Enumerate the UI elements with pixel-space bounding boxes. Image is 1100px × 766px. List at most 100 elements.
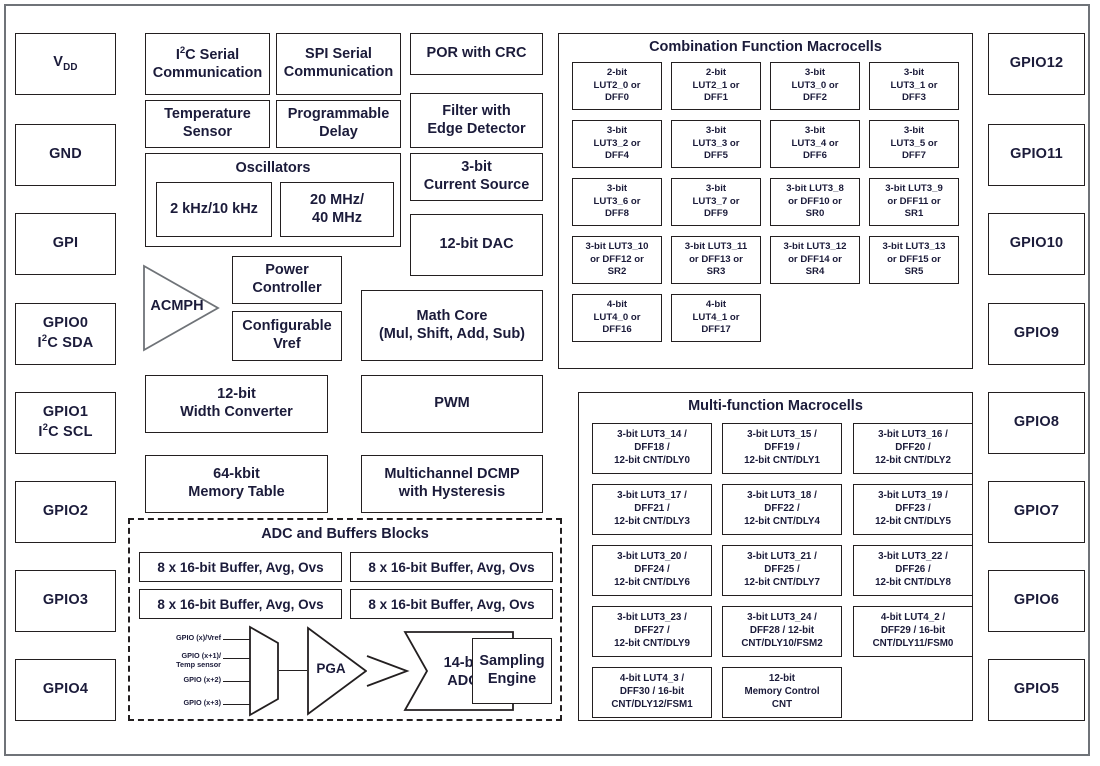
macrocell-mf-2[interactable]: 3-bit LUT3_16 / DFF20 / 12-bit CNT/DLY2 [853,423,973,474]
pin-gpio8[interactable]: GPIO8 [988,392,1085,454]
macrocell-comb-14[interactable]: 3-bit LUT3_12 or DFF14 or SR4 [770,236,860,284]
macrocell-comb-5[interactable]: 3-bit LUT3_3 or DFF5 [671,120,761,168]
block-programmable-delay[interactable]: Programmable Delay [276,100,401,148]
block-buffer-1-label: 8 x 16-bit Buffer, Avg, Ovs [157,559,324,575]
block-buffer-2[interactable]: 8 x 16-bit Buffer, Avg, Ovs [350,552,553,582]
block-math-core[interactable]: Math Core (Mul, Shift, Add, Sub) [361,290,543,361]
pga-adc-connector [366,655,410,687]
pga-label: PGA [316,661,346,676]
pin-gnd[interactable]: GND [15,124,116,186]
block-configurable-vref-label: Configurable Vref [242,318,332,352]
pin-gpio12-label: GPIO12 [1009,55,1064,72]
macrocell-comb-3[interactable]: 3-bit LUT3_1 or DFF3 [869,62,959,110]
mux-wire-1 [223,658,250,660]
pin-gpio4[interactable]: GPIO4 [15,659,116,721]
macrocell-comb-15[interactable]: 3-bit LUT3_13 or DFF15 or SR5 [869,236,959,284]
block-buffer-3-label: 8 x 16-bit Buffer, Avg, Ovs [157,596,324,612]
macrocell-comb-6[interactable]: 3-bit LUT3_4 or DFF6 [770,120,860,168]
macrocell-comb-8[interactable]: 3-bit LUT3_6 or DFF8 [572,178,662,226]
macrocell-comb-12[interactable]: 3-bit LUT3_10 or DFF12 or SR2 [572,236,662,284]
pin-gpio11-label: GPIO11 [1010,146,1063,163]
macrocell-mf-12[interactable]: 4-bit LUT4_3 / DFF30 / 16-bit CNT/DLY12/… [592,667,712,718]
macrocell-mf-8[interactable]: 3-bit LUT3_22 / DFF26 / 12-bit CNT/DLY8 [853,545,973,596]
acmph-comparator-shape [143,264,220,352]
macrocell-comb-9[interactable]: 3-bit LUT3_7 or DFF9 [671,178,761,226]
block-multichannel-dcmp-label: Multichannel DCMP with Hysteresis [384,466,520,500]
pin-gpio3[interactable]: GPIO3 [15,570,116,632]
macrocell-comb-17[interactable]: 4-bit LUT4_1 or DFF17 [671,294,761,342]
block-configurable-vref[interactable]: Configurable Vref [232,311,342,361]
mux-wire-0 [223,639,250,641]
macrocell-comb-16[interactable]: 4-bit LUT4_0 or DFF16 [572,294,662,342]
macrocell-mf-10[interactable]: 3-bit LUT3_24 / DFF28 / 12-bit CNT/DLY10… [722,606,842,657]
block-math-core-label: Math Core (Mul, Shift, Add, Sub) [378,307,526,342]
macrocell-mf-1[interactable]: 3-bit LUT3_15 / DFF19 / 12-bit CNT/DLY1 [722,423,842,474]
pin-gpio5[interactable]: GPIO5 [988,659,1085,721]
macrocell-comb-7[interactable]: 3-bit LUT3_5 or DFF7 [869,120,959,168]
pin-gpio6[interactable]: GPIO6 [988,570,1085,632]
pin-gpio5-label: GPIO5 [1013,681,1060,698]
mux-wire-3 [223,704,250,706]
pin-gpio9[interactable]: GPIO9 [988,303,1085,365]
mux-input-label-2: GPIO (x+2) [183,675,221,684]
macrocell-mf-9[interactable]: 3-bit LUT3_23 / DFF27 / 12-bit CNT/DLY9 [592,606,712,657]
block-width-converter[interactable]: 12-bit Width Converter [145,375,328,433]
block-osc-high-label: 20 MHz/ 40 MHz [310,191,364,226]
macrocell-mf-11[interactable]: 4-bit LUT4_2 / DFF29 / 16-bit CNT/DLY11/… [853,606,973,657]
group-oscillators-title: Oscillators [235,160,311,176]
macrocell-comb-0[interactable]: 2-bit LUT2_0 or DFF0 [572,62,662,110]
block-12bit-dac[interactable]: 12-bit DAC [410,214,543,276]
pin-gpio2[interactable]: GPIO2 [15,481,116,543]
block-power-controller[interactable]: Power Controller [232,256,342,304]
pin-gpio12[interactable]: GPIO12 [988,33,1085,95]
block-pwm[interactable]: PWM [361,375,543,433]
pin-gpio7[interactable]: GPIO7 [988,481,1085,543]
block-osc-high-frequency[interactable]: 20 MHz/ 40 MHz [280,182,394,237]
pin-gpio10[interactable]: GPIO10 [988,213,1085,275]
block-temperature-sensor[interactable]: Temperature Sensor [145,100,270,148]
block-por-with-crc-label: POR with CRC [426,45,527,62]
block-osc-low-label: 2 kHz/10 kHz [170,200,258,217]
macrocell-comb-2[interactable]: 3-bit LUT3_0 or DFF2 [770,62,860,110]
block-buffer-1[interactable]: 8 x 16-bit Buffer, Avg, Ovs [139,552,342,582]
macrocell-comb-4[interactable]: 3-bit LUT3_2 or DFF4 [572,120,662,168]
macrocell-mf-5[interactable]: 3-bit LUT3_19 / DFF23 / 12-bit CNT/DLY5 [853,484,973,535]
macrocell-comb-13[interactable]: 3-bit LUT3_11 or DFF13 or SR3 [671,236,761,284]
macrocell-comb-1[interactable]: 2-bit LUT2_1 or DFF1 [671,62,761,110]
pga-amplifier-shape [307,626,368,716]
macrocell-mf-6[interactable]: 3-bit LUT3_20 / DFF24 / 12-bit CNT/DLY6 [592,545,712,596]
pin-gnd-label: GND [49,146,82,163]
block-memory-table[interactable]: 64-kbit Memory Table [145,455,328,513]
macrocell-comb-11[interactable]: 3-bit LUT3_9 or DFF11 or SR1 [869,178,959,226]
block-osc-low-frequency[interactable]: 2 kHz/10 kHz [156,182,272,237]
macrocell-mf-13[interactable]: 12-bit Memory Control CNT [722,667,842,718]
block-sampling-engine[interactable]: Sampling Engine [472,638,552,704]
pin-gpio11[interactable]: GPIO11 [988,124,1085,186]
acmph-label: ACMPH [150,298,204,314]
block-buffer-4[interactable]: 8 x 16-bit Buffer, Avg, Ovs [350,589,553,619]
block-filter-with-edge-detector[interactable]: Filter with Edge Detector [410,93,543,148]
block-buffer-3[interactable]: 8 x 16-bit Buffer, Avg, Ovs [139,589,342,619]
block-buffer-2-label: 8 x 16-bit Buffer, Avg, Ovs [368,559,535,575]
pin-gpi[interactable]: GPI [15,213,116,275]
macrocell-mf-4[interactable]: 3-bit LUT3_18 / DFF22 / 12-bit CNT/DLY4 [722,484,842,535]
group-adc-and-buffers-title: ADC and Buffers Blocks [261,526,429,542]
macrocell-mf-7[interactable]: 3-bit LUT3_21 / DFF25 / 12-bit CNT/DLY7 [722,545,842,596]
macrocell-mf-3[interactable]: 3-bit LUT3_17 / DFF21 / 12-bit CNT/DLY3 [592,484,712,535]
block-multichannel-dcmp[interactable]: Multichannel DCMP with Hysteresis [361,455,543,513]
macrocell-mf-0[interactable]: 3-bit LUT3_14 / DFF18 / 12-bit CNT/DLY0 [592,423,712,474]
block-temperature-sensor-label: Temperature Sensor [164,106,251,140]
block-por-with-crc[interactable]: POR with CRC [410,33,543,75]
pin-vdd[interactable]: VDD [15,33,116,95]
block-current-source[interactable]: 3-bit Current Source [410,153,543,201]
pin-gpio2-label: GPIO2 [42,503,89,520]
macrocell-comb-10[interactable]: 3-bit LUT3_8 or DFF10 or SR0 [770,178,860,226]
pin-gpio6-label: GPIO6 [1013,592,1060,609]
